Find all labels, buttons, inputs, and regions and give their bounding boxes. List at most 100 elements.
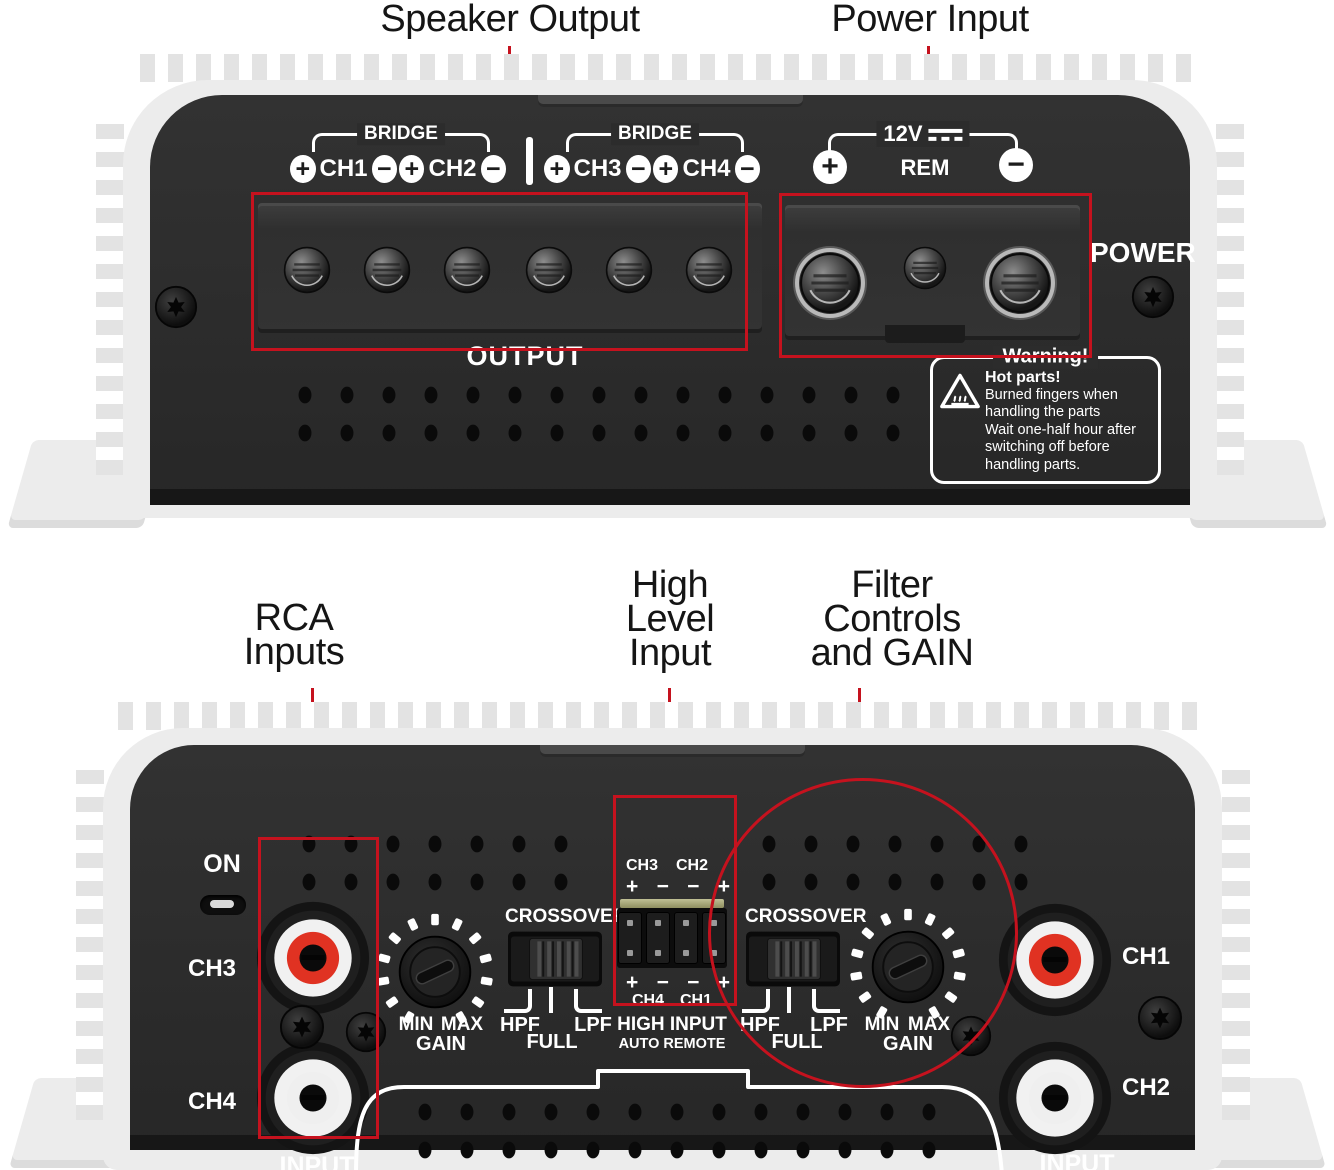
- ch3-jack-label: CH3: [187, 955, 236, 982]
- callout-line: and GAIN: [810, 632, 974, 674]
- vent-holes: [290, 378, 902, 454]
- lpf-label: LPF: [574, 1014, 612, 1036]
- crossover-switch[interactable]: [508, 931, 602, 987]
- auto-remote-label: AUTO REMOTE: [618, 1036, 726, 1052]
- lpf-mark: [812, 989, 840, 1013]
- torx-screw: [345, 1011, 387, 1053]
- amplifier-rear-view: BRIDGE + CH1 − + CH2 − BRIDGE + CH3 − + …: [0, 0, 1334, 540]
- full-label: FULL: [526, 1031, 578, 1053]
- terminal-screw: [605, 246, 653, 294]
- torx-screw: [279, 1004, 325, 1050]
- rca-jack-ch3: [255, 900, 371, 1016]
- crossover-label: CROSSOVER: [745, 906, 867, 927]
- hpf-label: HPF: [500, 1014, 540, 1036]
- power-screw-rem: [903, 246, 947, 290]
- plus-icon: +: [544, 155, 570, 183]
- front-panel: ON CH3 CH4 INPUT MIN MAX GAIN CROSSOVER …: [130, 745, 1195, 1170]
- on-label: ON: [203, 850, 241, 878]
- vent-holes: [410, 1095, 950, 1170]
- panel-base-edge: [150, 489, 1190, 505]
- callout-line: Level: [625, 598, 715, 640]
- minus-icon: −: [625, 155, 651, 183]
- speaker-terminal-labels-ch1-ch2: + CH1 − + CH2 −: [290, 152, 506, 186]
- minus-sign: −: [687, 971, 700, 994]
- heatsink-fins-top: [118, 702, 1208, 730]
- plus-icon: +: [290, 155, 316, 183]
- warning-line: Wait one-half hour after: [985, 421, 1136, 438]
- rear-panel: BRIDGE + CH1 − + CH2 − BRIDGE + CH3 − + …: [150, 95, 1196, 505]
- ch1-label: CH1: [319, 155, 368, 182]
- power-label: POWER: [1090, 237, 1196, 268]
- full-label: FULL: [771, 1031, 823, 1053]
- bridge-bracket-right: BRIDGE: [566, 123, 744, 152]
- hi-ch1-label: CH1: [679, 992, 712, 1009]
- terminal-screw: [443, 246, 491, 294]
- group-divider: [526, 137, 533, 185]
- ch4-label: CH4: [682, 155, 731, 182]
- minus-icon: −: [480, 155, 506, 183]
- input-label-left: INPUT: [279, 1152, 355, 1170]
- warning-heading: Hot parts!: [985, 369, 1061, 386]
- power-led: [200, 895, 246, 915]
- high-input-title: HIGH INPUT: [617, 1014, 727, 1035]
- hi-connector-pin: [646, 912, 670, 964]
- callout-line: Input: [628, 632, 712, 674]
- terminal-screw: [283, 246, 331, 294]
- gain-min-label: MIN: [864, 1014, 900, 1035]
- power-screw-negative: [989, 252, 1051, 314]
- hi-connector-pin: [674, 912, 698, 964]
- callout-line: Filter: [851, 564, 933, 606]
- input-label-right: INPUT: [1039, 1150, 1115, 1170]
- full-mark: [549, 987, 553, 1013]
- power-screw-positive: [799, 252, 861, 314]
- ch1-jack-label: CH1: [1121, 943, 1170, 970]
- warning-line: switching off before: [985, 439, 1110, 455]
- input-section-outline: [354, 1069, 1004, 1170]
- torx-screw: [950, 1015, 992, 1057]
- speaker-terminal-labels-ch3-ch4: + CH3 − + CH4 −: [544, 152, 760, 186]
- warning-box: Warning! Hot parts! Burned fingers when …: [930, 345, 1161, 484]
- vent-holes: [294, 827, 594, 905]
- rca-jack-ch1: [997, 902, 1113, 1018]
- callout-power-input: Power Input: [831, 0, 1029, 40]
- heatsink-fins-top: [140, 54, 1200, 82]
- gain-max-label: MAX: [440, 1014, 484, 1035]
- crossover-label: CROSSOVER: [505, 906, 627, 927]
- callout-rca-inputs: RCA Inputs: [214, 597, 374, 671]
- dc-symbol-icon: [928, 129, 963, 142]
- power-bracket: 12V: [828, 120, 1018, 152]
- output-label: OUTPUT: [466, 341, 584, 371]
- gain-max-label: MAX: [907, 1014, 951, 1035]
- hi-signs-bottom: + − − +: [620, 971, 736, 994]
- rem-label: REM: [900, 155, 950, 180]
- plus-sign: +: [626, 875, 639, 898]
- minus-sign: −: [656, 875, 669, 898]
- hi-connector-block[interactable]: [617, 908, 727, 968]
- bridge-label: BRIDGE: [611, 123, 699, 146]
- warning-line: Burned fingers when: [985, 386, 1118, 403]
- vent-holes: [754, 827, 1044, 905]
- callout-line: RCA: [254, 597, 334, 639]
- bridge-label: BRIDGE: [357, 123, 445, 146]
- torx-screw: [1131, 275, 1175, 319]
- hi-connector-strip: [620, 899, 724, 908]
- hi-ch3-label: CH3: [626, 857, 659, 874]
- callout-speaker-output: Speaker Output: [380, 0, 640, 40]
- crossover-switch[interactable]: [746, 931, 840, 987]
- hi-ch4-label: CH4: [631, 992, 664, 1009]
- hpf-mark: [742, 989, 770, 1013]
- amplifier-front-view: ON CH3 CH4 INPUT MIN MAX GAIN CROSSOVER …: [0, 690, 1334, 1170]
- callout-line: Controls: [823, 598, 961, 640]
- hi-ch2-label: CH2: [676, 857, 709, 874]
- warning-text: Hot parts! Burned fingers when handling …: [985, 369, 1136, 474]
- gain-label: GAIN: [883, 1033, 933, 1055]
- hi-connector-pin: [702, 912, 726, 964]
- plus-icon: +: [399, 155, 425, 183]
- power-terminal-notch: [885, 325, 965, 343]
- gain-knob[interactable]: [846, 905, 970, 1029]
- plus-icon: +: [653, 155, 679, 183]
- warning-line: handling parts.: [985, 456, 1081, 473]
- hi-signs-top: + − − +: [620, 875, 736, 898]
- terminal-screw: [363, 246, 411, 294]
